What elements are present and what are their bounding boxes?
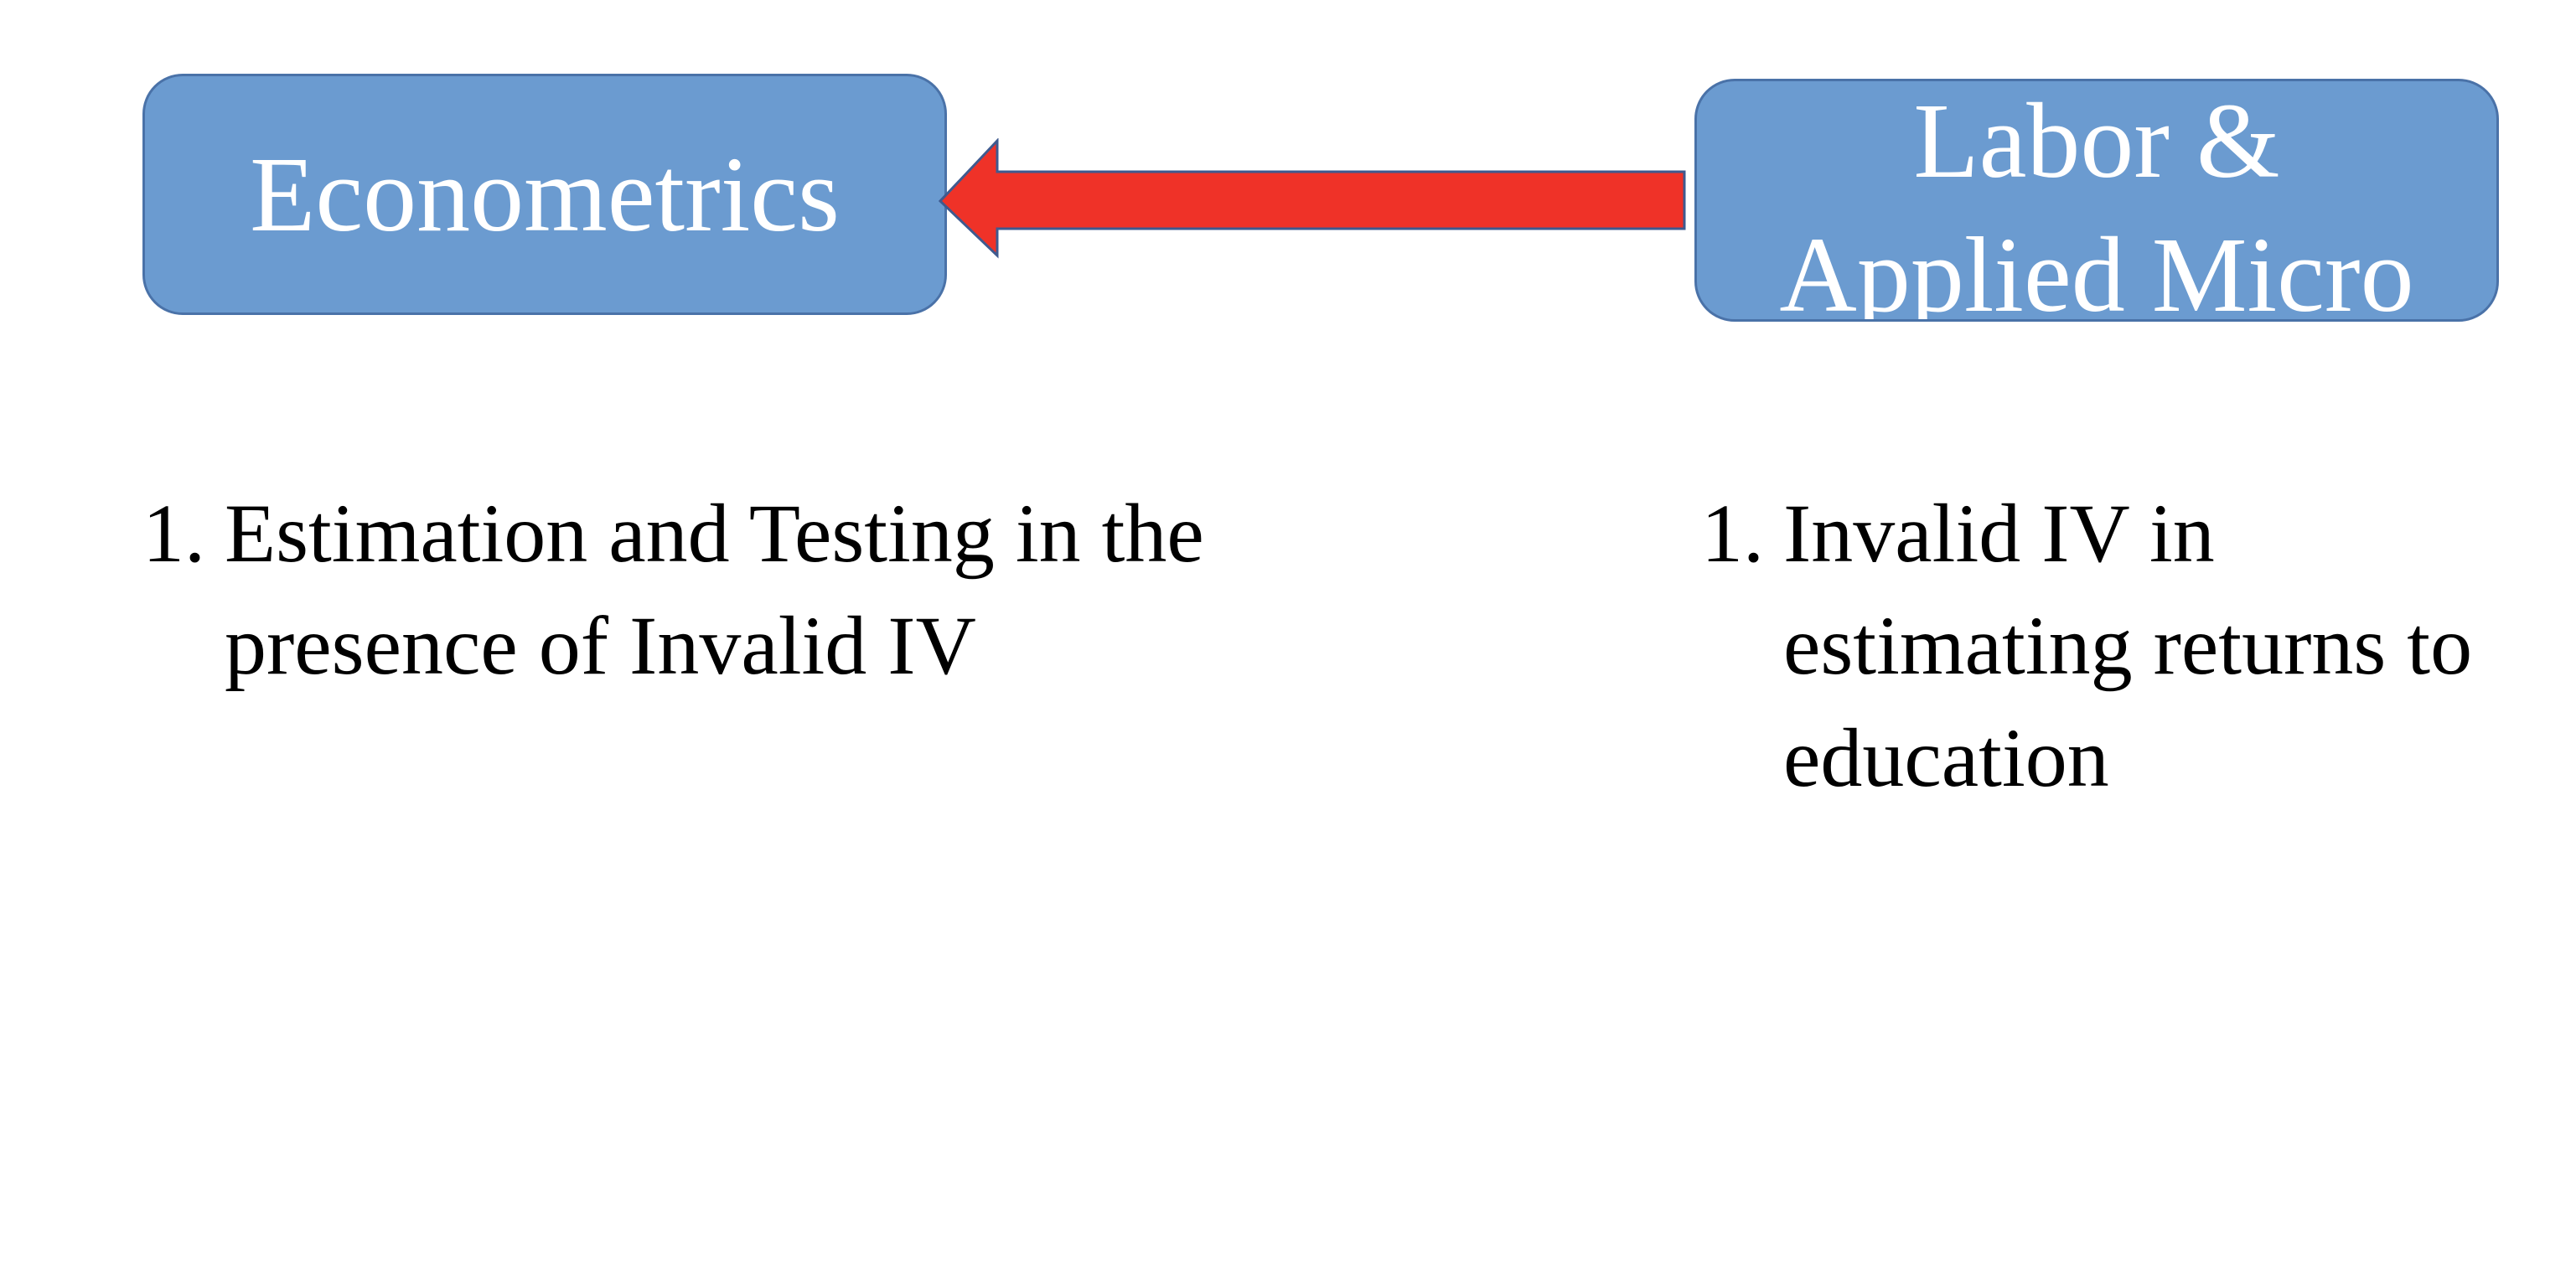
labor-list: 1. Invalid IV in estimating returns to e…: [1701, 478, 2576, 814]
labor-applied-micro-title-line-2: Applied Micro: [1779, 215, 2414, 322]
list-text: Invalid IV in estimating returns to educ…: [1783, 487, 2473, 804]
left-arrow: [939, 138, 1686, 259]
labor-applied-micro-box: Labor & Applied Micro: [1694, 79, 2499, 322]
labor-applied-micro-title: Labor & Applied Micro: [1779, 81, 2414, 322]
econometrics-list: 1. Estimation and Testing in the presenc…: [142, 478, 1299, 702]
list-text: Estimation and Testing in the presence o…: [225, 487, 1204, 692]
list-number: 1.: [1701, 487, 1764, 580]
labor-list-item: 1. Invalid IV in estimating returns to e…: [1701, 478, 2576, 814]
list-number: 1.: [142, 487, 205, 580]
labor-applied-micro-title-line-1: Labor &: [1913, 81, 2280, 200]
econometrics-title: Econometrics: [250, 135, 840, 254]
arrow-shape: [939, 138, 1686, 259]
econometrics-box: Econometrics: [142, 74, 947, 315]
econometrics-list-item: 1. Estimation and Testing in the presenc…: [142, 478, 1299, 702]
